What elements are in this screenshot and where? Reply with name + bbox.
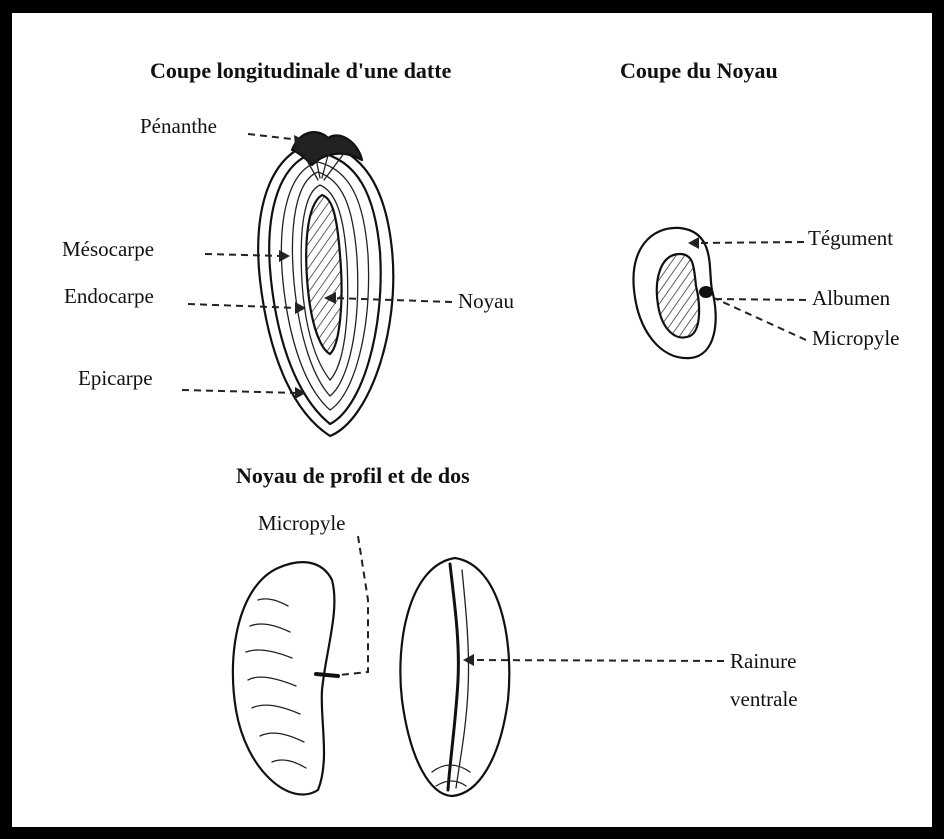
title-seed-profile: Noyau de profil et de dos bbox=[236, 463, 470, 488]
seed-back-drawing bbox=[400, 558, 509, 796]
label-endocarpe: Endocarpe bbox=[64, 284, 154, 308]
albumen-outline bbox=[657, 254, 699, 338]
title-longitudinal-section: Coupe longitudinale d'une datte bbox=[150, 58, 452, 83]
label-epicarpe: Epicarpe bbox=[78, 366, 153, 390]
title-seed-section: Coupe du Noyau bbox=[620, 58, 778, 83]
label-rainure-line2: ventrale bbox=[730, 687, 798, 711]
label-albumen: Albumen bbox=[812, 286, 891, 310]
leader-micropyle-section bbox=[714, 298, 806, 340]
leader-endocarpe bbox=[188, 304, 298, 308]
arrowhead-tegument bbox=[688, 237, 699, 249]
leader-penanthe bbox=[248, 134, 300, 140]
label-penanthe: Pénanthe bbox=[140, 114, 217, 138]
seed-profile-ridge bbox=[246, 599, 306, 768]
arrowhead-mesocarpe bbox=[279, 250, 290, 262]
leader-albumen bbox=[716, 299, 806, 300]
seed-profile-drawing bbox=[233, 562, 338, 794]
seed-section-drawing bbox=[633, 228, 715, 358]
label-micropyle-profile: Micropyle bbox=[258, 511, 345, 535]
date-longitudinal-drawing bbox=[258, 132, 393, 436]
label-tegument: Tégument bbox=[808, 226, 893, 250]
label-micropyle-section: Micropyle bbox=[812, 326, 899, 350]
label-mesocarpe: Mésocarpe bbox=[62, 237, 154, 261]
leader-tegument bbox=[696, 242, 804, 243]
ventral-groove bbox=[448, 564, 458, 790]
leader-micropyle-profile bbox=[340, 536, 368, 675]
leader-mesocarpe bbox=[205, 254, 282, 256]
label-noyau: Noyau bbox=[458, 289, 514, 313]
micropyle-dot bbox=[699, 286, 713, 298]
seed-profile-micropyle bbox=[316, 674, 338, 676]
leader-epicarpe bbox=[182, 390, 298, 393]
label-rainure-line1: Rainure bbox=[730, 649, 796, 673]
seed-outline bbox=[306, 195, 341, 354]
